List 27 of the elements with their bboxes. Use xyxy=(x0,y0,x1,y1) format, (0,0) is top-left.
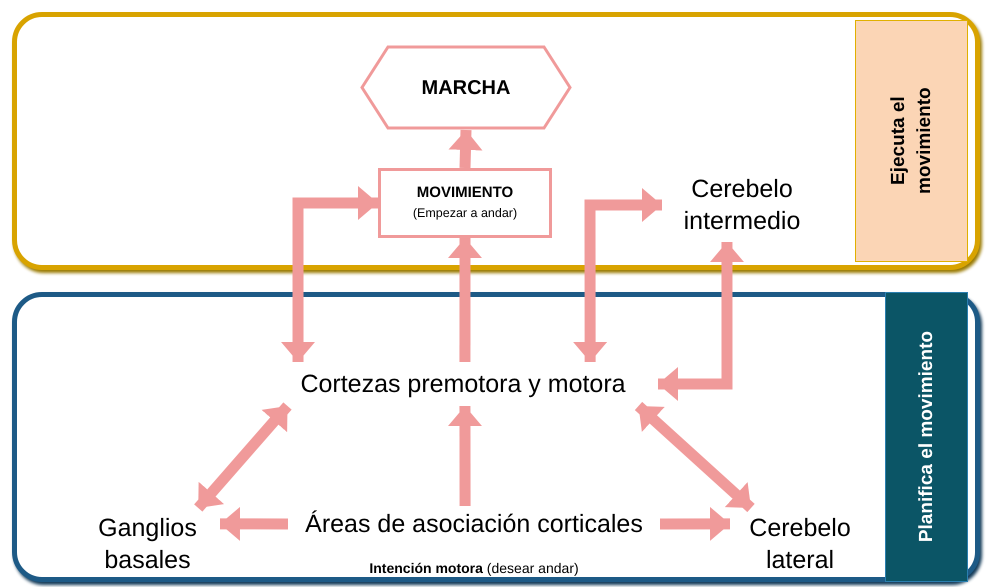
node-label: Cerebelo lateral xyxy=(748,513,852,576)
arrow xyxy=(660,506,730,541)
node-sublabel: (Empezar a andar) xyxy=(412,205,518,222)
node-label: Cortezas premotora y motora xyxy=(300,369,626,400)
node-label: Áreas de asociación corticales xyxy=(305,509,643,540)
arrow xyxy=(194,402,292,512)
node-label: Cerebelo intermedio xyxy=(682,174,802,237)
side-tab xyxy=(855,20,968,262)
node-label: MARCHA xyxy=(422,76,510,100)
panel xyxy=(12,12,980,270)
hexagon-node xyxy=(360,45,572,130)
node-label: Intención motora (desear andar) xyxy=(369,559,579,578)
side-label: Planifica el movimiento xyxy=(914,331,938,543)
arrow xyxy=(220,506,288,541)
arrow xyxy=(573,188,662,362)
process-box xyxy=(378,168,552,238)
arrow xyxy=(448,238,482,362)
arrow xyxy=(448,130,482,168)
arrow xyxy=(281,186,378,362)
arrow xyxy=(448,406,482,506)
panel xyxy=(12,292,980,582)
side-label: Ejecuta el movimiento xyxy=(886,86,936,196)
arrow xyxy=(658,242,744,401)
node-label: MOVIMIENTO xyxy=(416,183,514,203)
node-label: Ganglios basales xyxy=(97,513,198,576)
arrow xyxy=(634,402,755,512)
side-tab xyxy=(885,292,968,582)
